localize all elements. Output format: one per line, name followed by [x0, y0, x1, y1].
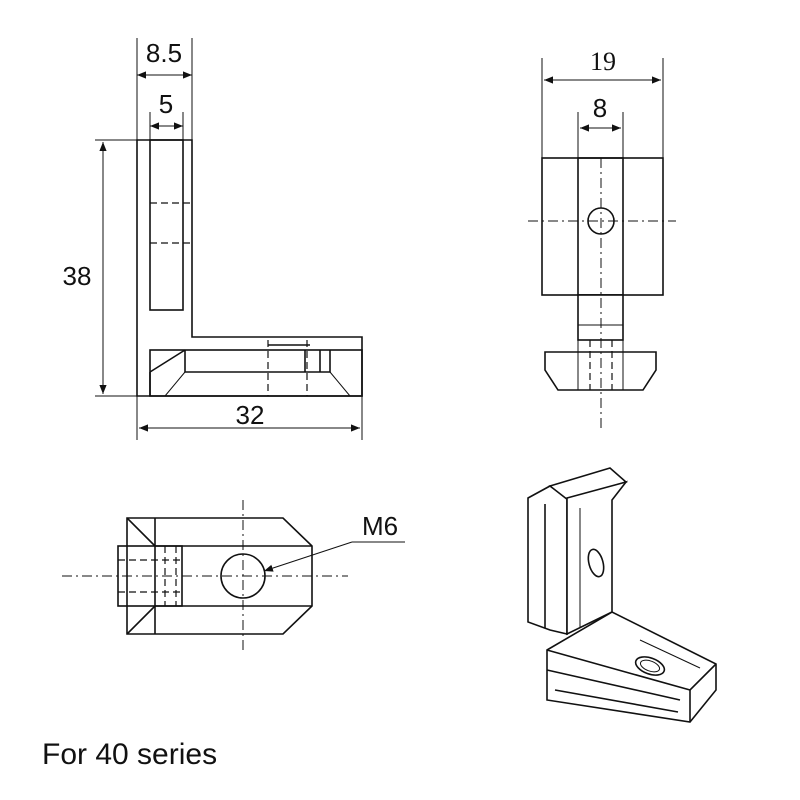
caption: For 40 series	[42, 738, 218, 771]
side-view: 19 8	[528, 47, 676, 430]
isometric-view	[527, 467, 717, 723]
dim-length-32: 32	[236, 400, 265, 430]
dim-width-8-5: 8.5	[146, 38, 182, 68]
top-view: M6	[62, 500, 405, 652]
callout-m6: M6	[362, 511, 398, 541]
front-view: 8.5 5 38 32	[63, 38, 363, 440]
dim-slot-8: 8	[593, 93, 607, 123]
dim-height-38: 38	[63, 261, 92, 291]
dim-width-19: 19	[590, 47, 616, 76]
dim-width-5: 5	[159, 89, 173, 119]
